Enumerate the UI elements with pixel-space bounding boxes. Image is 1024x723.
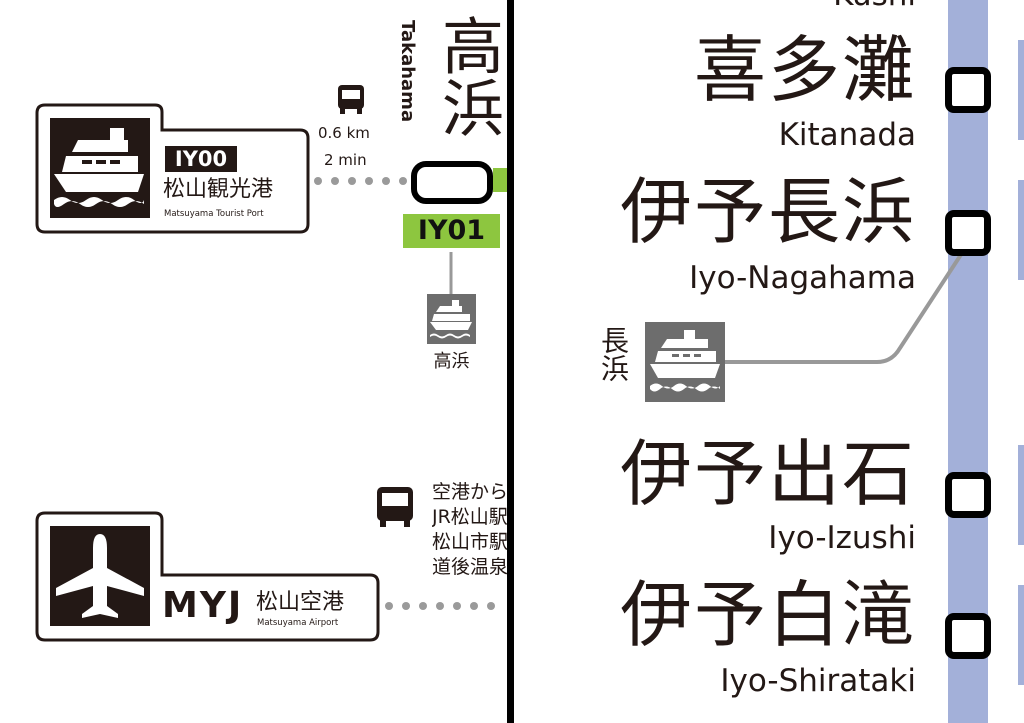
tourist-port-name-en: Matsuyama Tourist Port: [164, 209, 264, 219]
station-name-en: Kitanada: [778, 117, 916, 153]
takahama-station-marker: [411, 161, 493, 204]
bus-time: 2 min: [324, 151, 367, 169]
tourist-port-code: IY00: [174, 147, 228, 171]
station-marker-iyo-izushi[interactable]: [945, 472, 991, 518]
takahama-name-en: Takahama: [397, 20, 418, 123]
tourist-port-name-ja: 松山観光港: [163, 177, 274, 202]
station-name-ja: 伊予長浜: [619, 170, 916, 254]
dotted-transfer-path: [385, 602, 495, 610]
adjacent-line-fragment: [1018, 445, 1024, 545]
station-name-ja: 伊予出石: [619, 432, 916, 516]
ferry-icon-glyph: [54, 128, 144, 207]
bus-distance: 0.6 km: [318, 124, 370, 142]
left-panel-graphics: [35, 85, 507, 642]
station-name-en: Iyo-Nagahama: [689, 260, 916, 296]
station-marker-iyo-shirataki[interactable]: [945, 613, 991, 659]
iy00-badge-bg: [165, 146, 237, 172]
station-marker-iyo-nagahama[interactable]: [945, 210, 991, 256]
ferry-connector-line: [725, 248, 966, 364]
airplane-icon-glyph: [56, 534, 144, 618]
station-name-en: Iyo-Izushi: [768, 520, 916, 556]
dotted-transfer-path: [314, 177, 407, 185]
adjacent-line-fragment: [1018, 585, 1024, 685]
station-name-ja: 喜多灘: [693, 28, 916, 112]
bus-icon: [377, 487, 413, 527]
bus-info-line: 松山市駅: [432, 531, 507, 553]
green-line: [493, 168, 507, 192]
takahama-name-ja: 高浜: [431, 14, 504, 138]
bus-icon: [338, 85, 364, 114]
prev-station-name-en: Kushi: [833, 0, 916, 12]
bus-info-line: 道後温泉: [432, 556, 507, 578]
airport-name-en: Matsuyama Airport: [257, 618, 339, 628]
takahama-ferry-label: 高浜: [433, 351, 470, 372]
airport-name-ja: 松山空港: [256, 590, 345, 615]
adjacent-line-fragment: [1018, 40, 1024, 140]
rail-line-blue: [948, 0, 988, 723]
adjacent-line-fragment: [1018, 180, 1024, 280]
station-name-en: Iyo-Shirataki: [720, 663, 916, 699]
nagahama-ferry-label: 長浜: [597, 326, 630, 382]
station-marker-kitanada[interactable]: [945, 67, 991, 113]
airport-code: MYJ: [162, 585, 244, 626]
nagahama-ferry-graphics: [645, 248, 966, 402]
panel-divider: [507, 0, 514, 723]
bus-info-line: 空港から: [432, 481, 507, 503]
airport-bus-info: 空港から JR松山駅 松山市駅 道後温泉: [432, 480, 507, 580]
station-name-ja: 伊予白滝: [619, 573, 916, 657]
bus-info-line: JR松山駅: [432, 506, 507, 528]
takahama-code: IY01: [417, 215, 486, 246]
iy01-badge-bg: [403, 214, 500, 248]
